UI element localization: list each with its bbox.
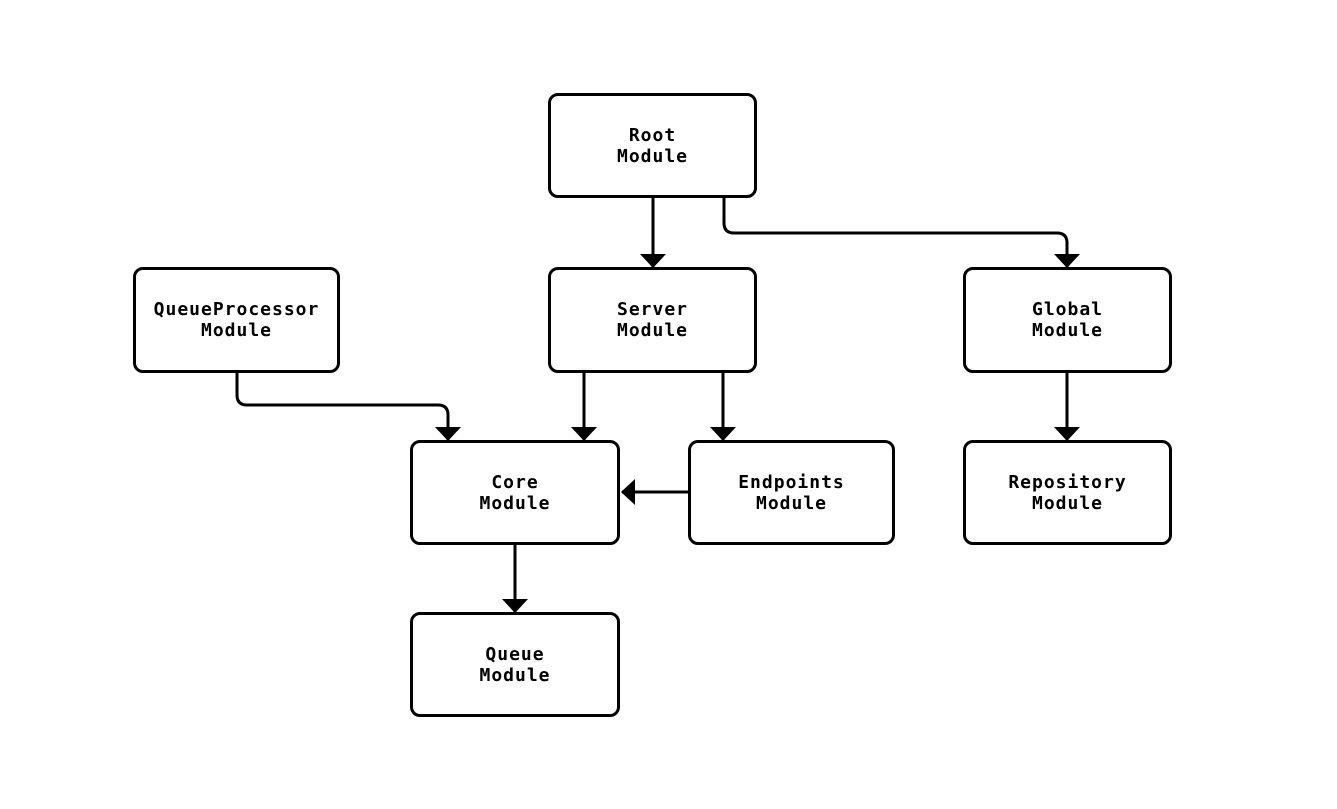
node-label-line2: Module: [616, 145, 689, 167]
node-label-line1: Global: [1031, 299, 1104, 320]
node-label-line1: Core: [491, 471, 539, 493]
node-label-line1: Server: [616, 299, 689, 320]
node-label-line1: Queue: [485, 643, 545, 665]
node-label-line2: Module: [1031, 320, 1104, 341]
node-label-line2: Module: [1031, 492, 1104, 514]
edge-root-to-global: [722, 198, 1080, 268]
node-label-line2: Module: [616, 320, 689, 341]
node-label-line2: Module: [755, 492, 828, 514]
node-label-line1: Endpoints: [738, 471, 845, 493]
edge-queueprocessor-to-core: [235, 373, 461, 441]
node-label-line2: Module: [479, 492, 551, 514]
node-label-line2: Module: [479, 664, 551, 686]
node-label-line1: Root: [628, 124, 677, 146]
node-label-line1: Repository: [1008, 471, 1127, 493]
node-label-line1: QueueProcessor: [153, 299, 320, 320]
node-label-line2: Module: [200, 320, 273, 341]
